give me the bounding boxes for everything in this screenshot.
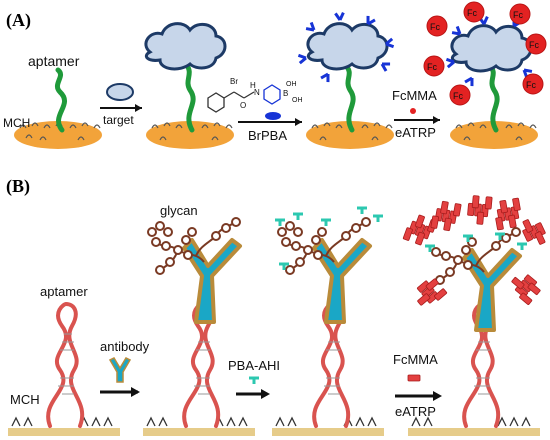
nh-atom-h: H [250, 81, 256, 90]
mch-chevrons [11, 416, 531, 427]
svg-text:Fc: Fc [430, 22, 440, 32]
fc-ball-2: Fc [463, 1, 485, 23]
panel-b-tag: (B) [6, 176, 30, 197]
surface-4 [408, 428, 540, 436]
nh-atom-n: N [254, 88, 260, 97]
arrow-brpba: Br O H N B OH OH BrPBA [207, 77, 303, 143]
aptamer-strand [54, 67, 68, 133]
surface-2 [143, 428, 255, 436]
pba-ahi-label: PBA-AHI [228, 358, 280, 373]
svg-text:Fc: Fc [427, 62, 437, 72]
panel-b-stage-1: aptamer [40, 284, 88, 428]
panel-a-stage-3 [296, 11, 396, 149]
antibody-label: antibody [100, 339, 150, 354]
boron-atom: B [283, 89, 288, 98]
svg-text:Fc: Fc [467, 8, 477, 18]
fcmma-label-b: FcMMA [393, 352, 438, 367]
arrow-fcmma-b: FcMMA eATRP [393, 352, 442, 419]
gold-electrode-disc [14, 121, 102, 149]
aptamer-hairpin-b [46, 301, 85, 428]
fc-ball-3: Fc [509, 3, 531, 25]
aptamer-label-a: aptamer [28, 53, 80, 69]
eatrp-label-b: eATRP [395, 404, 436, 419]
mch-label-a: MCH [3, 116, 30, 130]
svg-text:Fc: Fc [513, 10, 523, 20]
fc-ball-6: Fc [423, 55, 445, 77]
panel-a-stage-1: aptamer MCH [3, 53, 102, 149]
fc-ball-5: Fc [522, 73, 544, 95]
arrow-antibody: antibody [100, 339, 150, 397]
target-protein-icon [106, 83, 134, 101]
fc-ball-4: Fc [525, 33, 547, 55]
panel-a-tag: (A) [6, 10, 31, 31]
panel-a-stage-2 [144, 22, 234, 149]
glycan-label: glycan [160, 203, 198, 218]
panel-a-stage-4: Fc Fc Fc Fc Fc Fc Fc [423, 1, 547, 149]
oh-group-2: OH [292, 97, 303, 104]
svg-text:Fc: Fc [453, 91, 463, 101]
panel-b-stage-3 [273, 206, 385, 428]
fcmma-icon-a [410, 108, 416, 114]
brpba-label: BrPBA [248, 128, 287, 143]
br-atom: Br [230, 77, 238, 86]
fc-ball-7: Fc [449, 84, 471, 106]
brpba-icon [265, 112, 281, 120]
eatrp-label-a: eATRP [395, 125, 436, 140]
surface-3 [272, 428, 384, 436]
pba-ahi-icon [247, 376, 261, 386]
antibody-bound [182, 238, 242, 324]
arrow-fcmma-a: FcMMA eATRP [392, 88, 440, 140]
oh-group-1: OH [286, 81, 297, 88]
fc-ball-1: Fc [426, 15, 448, 37]
svg-text:Fc: Fc [529, 40, 539, 50]
fcmma-icon-b [407, 374, 421, 382]
panel-b-stage-2: glycan [147, 203, 242, 428]
arrow-pba-ahi: PBA-AHI [228, 358, 280, 399]
target-label: target [103, 113, 134, 127]
mch-label-b: MCH [10, 392, 40, 407]
o-atom: O [240, 101, 246, 110]
aptamer-label-b: aptamer [40, 284, 88, 299]
fcmma-label-a: FcMMA [392, 88, 437, 103]
panel-b-stage-4 [402, 195, 546, 428]
svg-text:Fc: Fc [526, 80, 536, 90]
surface-1 [8, 428, 120, 436]
antibody-icon [108, 357, 132, 383]
arrow-target: target [100, 83, 142, 127]
target-protein-cloud [144, 22, 227, 71]
